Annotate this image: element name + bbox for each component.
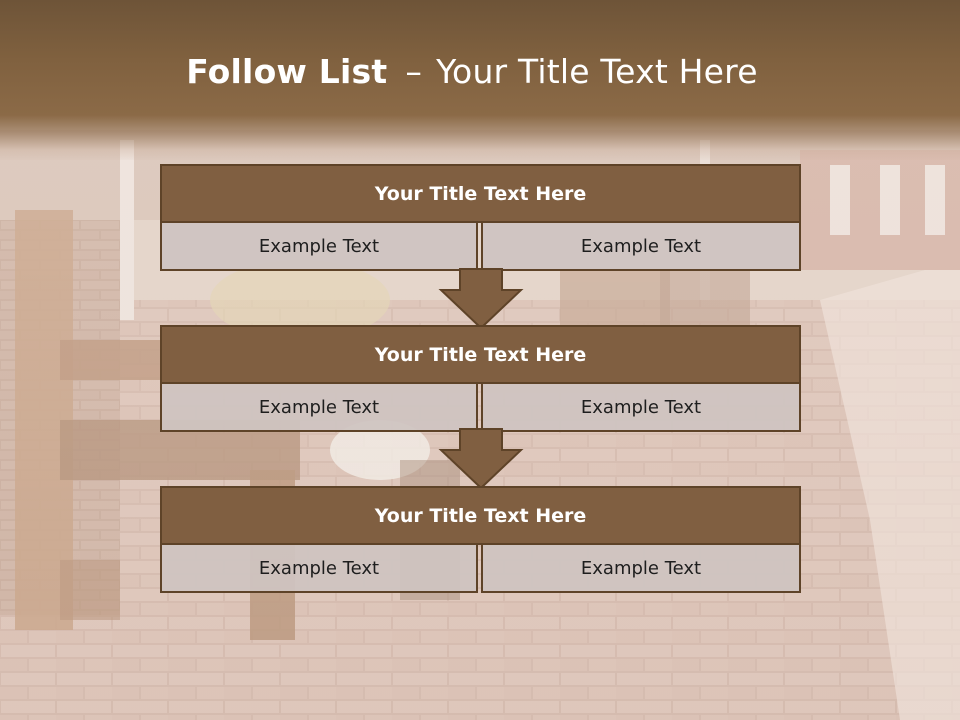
step-right-cell: Example Text — [481, 382, 801, 432]
title-band — [0, 0, 960, 160]
slide-title-rest: Your Title Text Here — [436, 52, 758, 91]
step-right-cell: Example Text — [481, 221, 801, 271]
step-left-cell: Example Text — [160, 382, 478, 432]
down-arrow-icon — [438, 428, 524, 490]
step-title: Your Title Text Here — [160, 164, 801, 223]
step-right-cell: Example Text — [481, 543, 801, 593]
slide-title-separator: – — [405, 52, 423, 91]
step-left-cell: Example Text — [160, 221, 478, 271]
slide-title: Follow List–Your Title Text Here — [0, 52, 944, 91]
step-title: Your Title Text Here — [160, 325, 801, 384]
step-left-cell: Example Text — [160, 543, 478, 593]
step-title: Your Title Text Here — [160, 486, 801, 545]
slide-title-bold: Follow List — [186, 52, 388, 91]
down-arrow-icon — [438, 268, 524, 330]
